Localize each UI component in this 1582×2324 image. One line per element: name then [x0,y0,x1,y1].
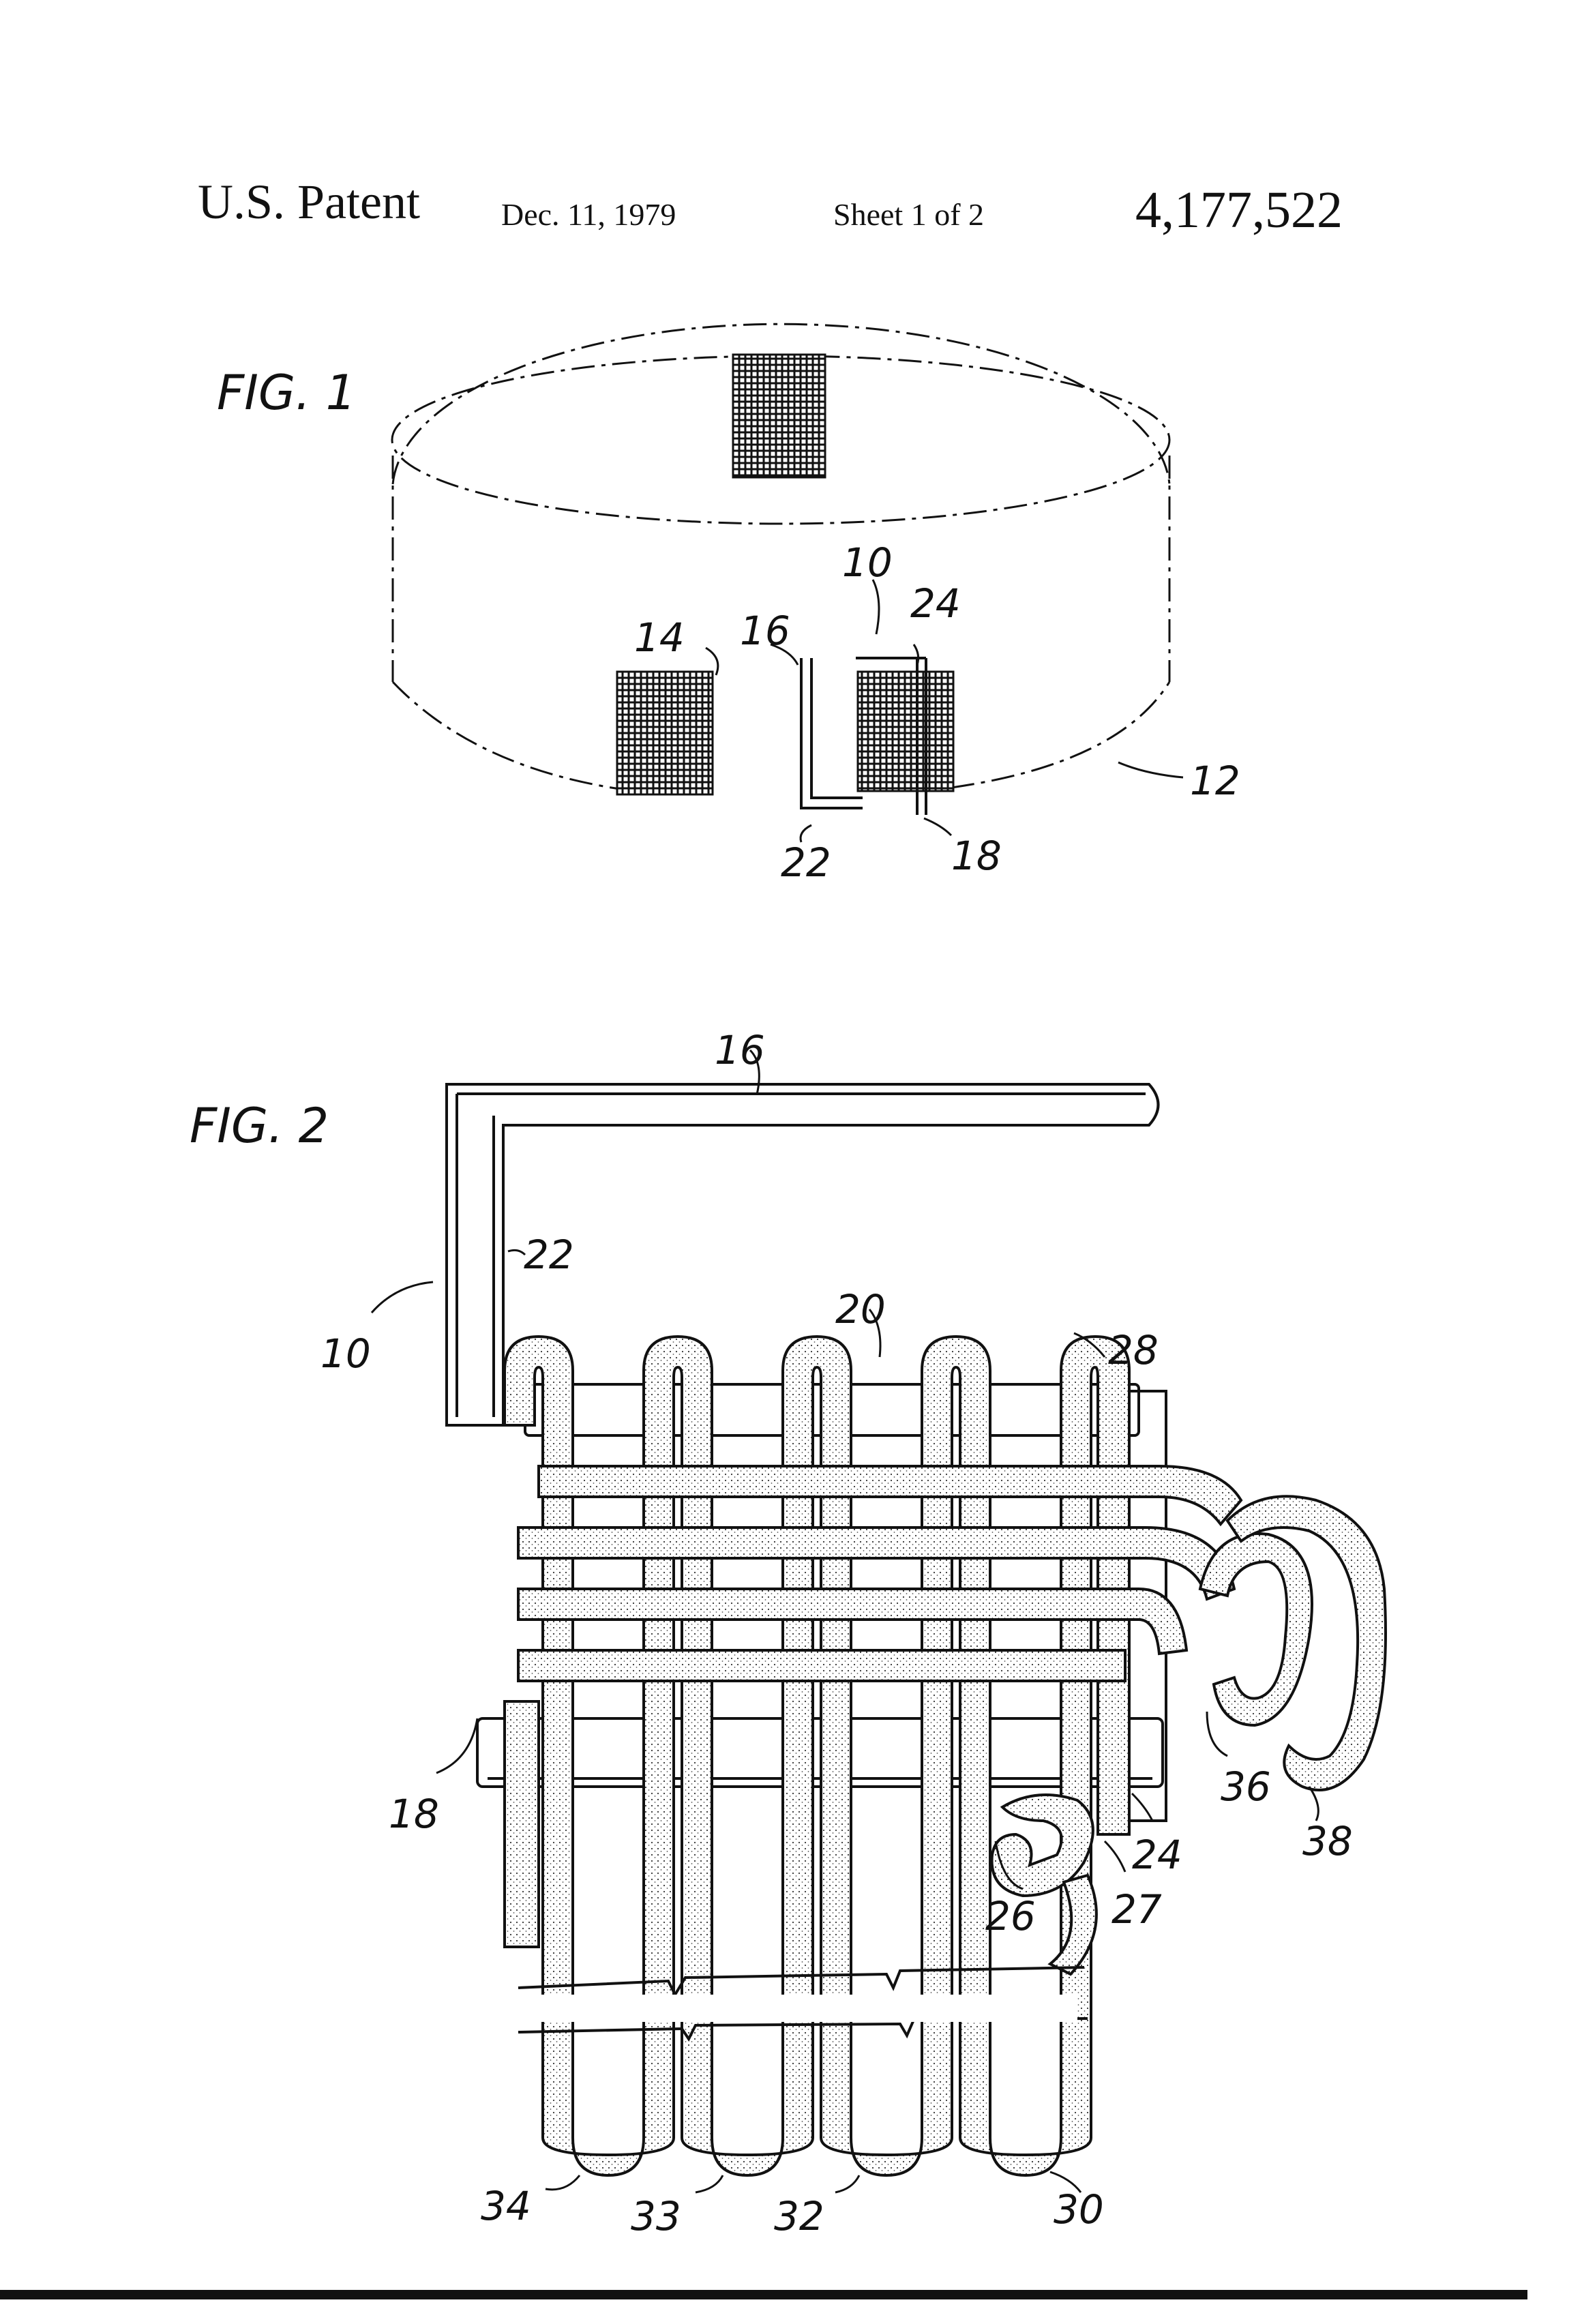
fig2-ref-38: 38 [1302,1818,1353,1864]
fig1-ref-12: 12 [1190,758,1240,804]
fig2-ref-18: 18 [389,1791,439,1837]
fig2-ref-30: 30 [1054,2186,1104,2233]
fig1-ref-10: 10 [842,539,893,586]
fig2-leaders [370,1049,1319,2194]
patent-number: 4,177,522 [1135,181,1343,239]
fig2-ref-27: 27 [1111,1886,1162,1933]
patent-title: U.S. Patent [198,175,421,229]
clasp-members [800,657,927,815]
fig2-ref-24: 24 [1132,1832,1182,1878]
figure-1: FIG. 1 [217,323,1240,886]
fig1-label: FIG. 1 [217,365,356,421]
patent-date: Dec. 11, 1979 [501,197,676,232]
figure-2: FIG. 2 [190,1027,1387,2239]
break-lines [518,1966,1088,2042]
sheet-indicator: Sheet 1 of 2 [833,197,985,232]
fig1-leaders [705,579,1184,843]
twist-junction [990,1793,1098,1976]
fig2-ref-36: 36 [1221,1763,1271,1810]
fig2-label: FIG. 2 [190,1098,329,1154]
horizontal-strands [503,1465,1243,1948]
fig1-ref-16: 16 [740,608,790,654]
fig2-ref-22: 22 [524,1232,574,1278]
fig2-ref-26: 26 [985,1893,1036,1939]
fig2-ref-34: 34 [481,2183,531,2229]
fig1-ref-18: 18 [951,833,1002,879]
vertical-strands [503,1335,1131,2177]
fig2-ref-32: 32 [774,2193,824,2239]
page-bottom-rule [0,2290,1527,2299]
mesh-panel-clasp [856,670,955,792]
fig1-ref-22: 22 [781,839,831,886]
mesh-panel-left [616,670,714,796]
fig2-ref-20: 20 [835,1286,886,1332]
fig1-ref-14: 14 [634,614,685,661]
mesh-panel-top [732,353,826,479]
fig2-ref-33: 33 [631,2193,681,2239]
fig2-ref-28: 28 [1108,1327,1159,1373]
fig1-ref-24: 24 [910,580,961,627]
coiled-ends [1198,1495,1387,1791]
fig2-ref-10: 10 [320,1330,371,1377]
fig2-ref-16: 16 [715,1027,765,1073]
